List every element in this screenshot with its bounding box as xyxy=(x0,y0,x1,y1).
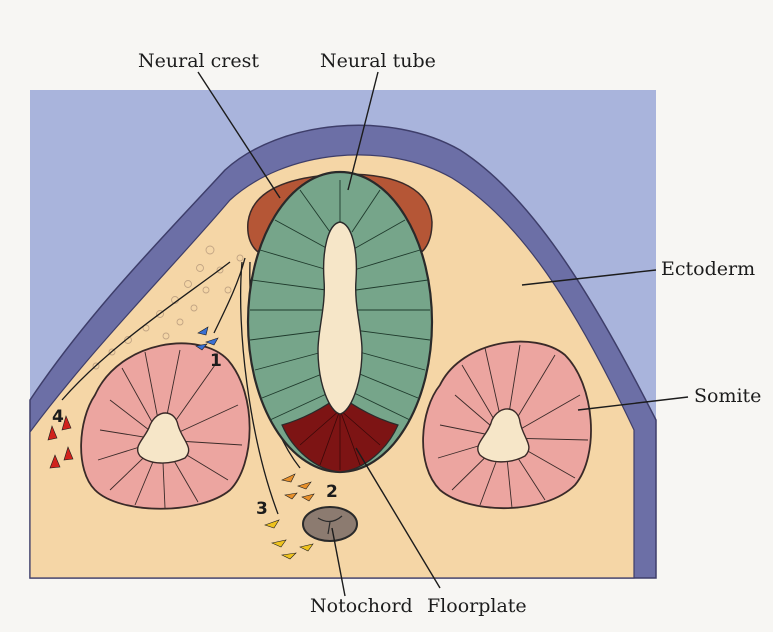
pathway-number-3: 3 xyxy=(256,499,268,519)
neural-lumen xyxy=(318,222,362,414)
pathway-number-4: 4 xyxy=(52,407,64,427)
label-neural-tube: Neural tube xyxy=(320,50,436,72)
label-ectoderm: Ectoderm xyxy=(661,258,755,280)
pathway-number-1: 1 xyxy=(210,351,222,371)
pathway-number-2: 2 xyxy=(326,482,338,502)
label-neural-crest: Neural crest xyxy=(138,50,259,72)
label-floorplate: Floorplate xyxy=(427,595,527,617)
notochord xyxy=(303,507,357,541)
neural-tube xyxy=(248,172,432,472)
label-somite: Somite xyxy=(694,385,761,407)
label-notochord: Notochord xyxy=(310,595,413,617)
